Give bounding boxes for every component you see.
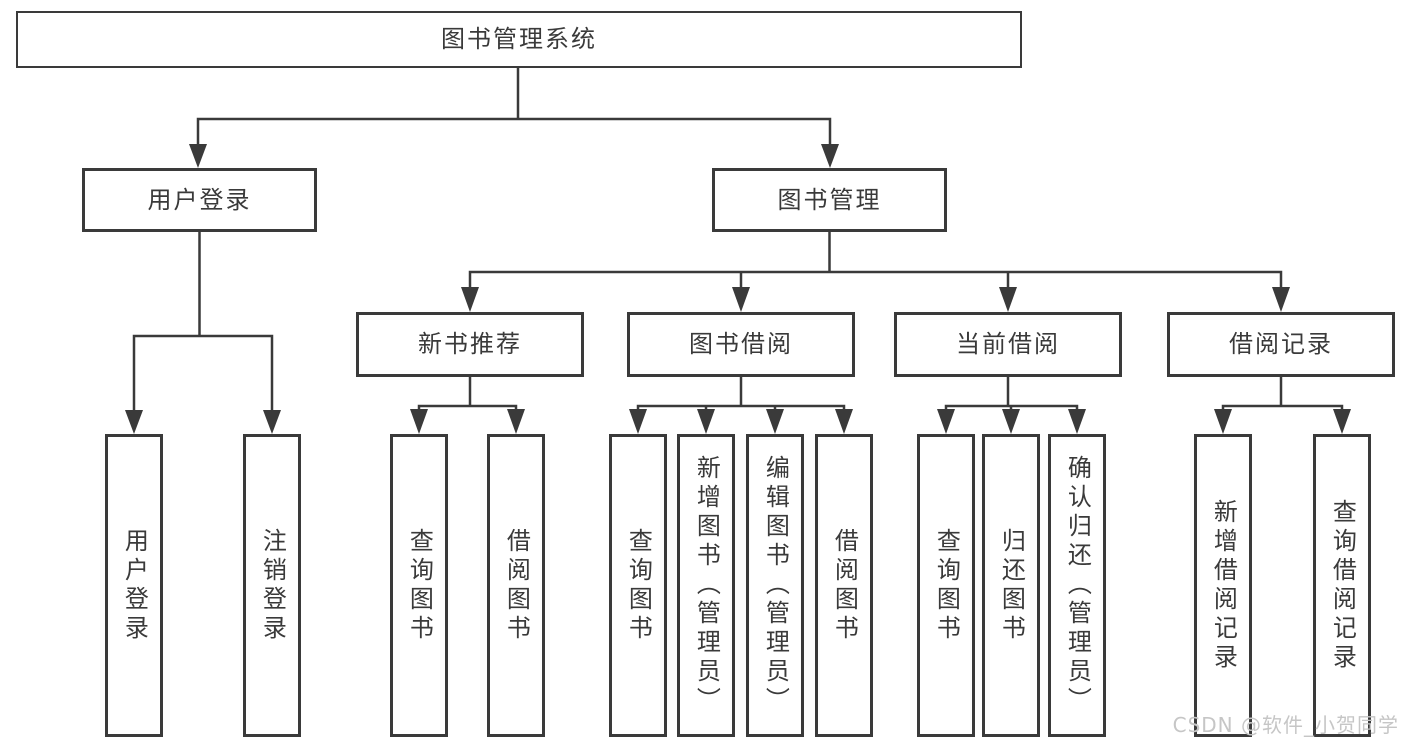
arrowhead-icon bbox=[1068, 409, 1086, 434]
arrowhead-icon bbox=[629, 409, 647, 434]
leaf-add-borrow-record: 新增借阅记录 bbox=[1194, 434, 1252, 737]
arrowhead-icon bbox=[263, 410, 281, 434]
leaf-query-books-current: 查询图书 bbox=[917, 434, 975, 737]
arrowhead-icon bbox=[835, 409, 853, 434]
arrowhead-icon bbox=[1002, 409, 1020, 434]
arrowhead-icon bbox=[1272, 287, 1290, 312]
node-book-borrowing: 图书借阅 bbox=[627, 312, 855, 377]
arrowhead-icon bbox=[1333, 409, 1351, 434]
leaf-query-books-recommend: 查询图书 bbox=[390, 434, 448, 737]
arrowhead-icon bbox=[507, 409, 525, 434]
arrowhead-icon bbox=[461, 287, 479, 312]
arrowhead-icon bbox=[125, 410, 143, 434]
node-current-borrowing: 当前借阅 bbox=[894, 312, 1122, 377]
leaf-logout: 注销登录 bbox=[243, 434, 301, 737]
arrowhead-icon bbox=[732, 287, 750, 312]
arrowhead-icon bbox=[766, 409, 784, 434]
node-borrowing-records: 借阅记录 bbox=[1167, 312, 1395, 377]
arrowhead-icon bbox=[189, 144, 207, 168]
leaf-edit-books-admin: 编辑图书（管理员） bbox=[746, 434, 804, 737]
leaf-query-borrow-record: 查询借阅记录 bbox=[1313, 434, 1371, 737]
leaf-confirm-return-admin: 确认归还（管理员） bbox=[1048, 434, 1106, 737]
arrowhead-icon bbox=[697, 409, 715, 434]
csdn-watermark: CSDN @软件_小贺同学 bbox=[1172, 713, 1399, 737]
arrowhead-icon bbox=[999, 287, 1017, 312]
leaf-query-books-borrow: 查询图书 bbox=[609, 434, 667, 737]
arrowhead-icon bbox=[937, 409, 955, 434]
arrowhead-icon bbox=[821, 144, 839, 168]
leaf-return-books: 归还图书 bbox=[982, 434, 1040, 737]
node-user-login: 用户登录 bbox=[82, 168, 317, 232]
connector-lines bbox=[132, 66, 1344, 414]
node-library-management-system: 图书管理系统 bbox=[16, 11, 1022, 68]
node-book-management: 图书管理 bbox=[712, 168, 947, 232]
arrowhead-icon bbox=[410, 409, 428, 434]
leaf-borrow-books: 借阅图书 bbox=[815, 434, 873, 737]
leaf-user-login: 用户登录 bbox=[105, 434, 163, 737]
leaf-add-books-admin: 新增图书（管理员） bbox=[677, 434, 735, 737]
node-new-book-recommendation: 新书推荐 bbox=[356, 312, 584, 377]
arrowhead-icon bbox=[1214, 409, 1232, 434]
leaf-borrow-books-recommend: 借阅图书 bbox=[487, 434, 545, 737]
